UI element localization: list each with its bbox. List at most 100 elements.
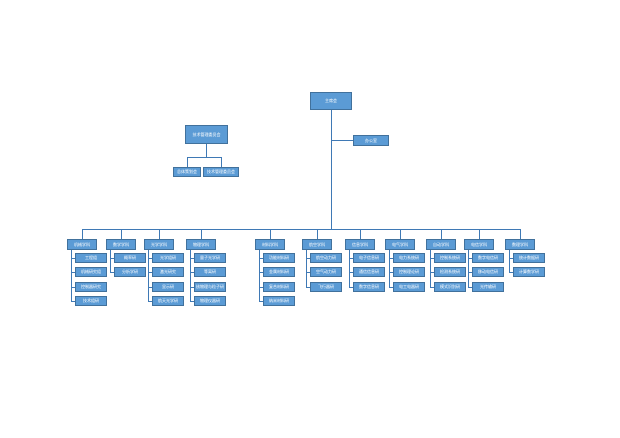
sub-department-node: 等离研	[194, 267, 226, 277]
connector-line	[509, 272, 514, 273]
connector-line	[110, 250, 111, 273]
sub-department-node: 电力系统研	[393, 253, 425, 263]
connector-line	[110, 272, 115, 273]
department-node: 信息学科	[345, 239, 375, 250]
connector-line	[389, 272, 394, 273]
sub-department-node: 航天光学研	[152, 296, 184, 306]
department-node: 数学学科	[106, 239, 136, 250]
connector-line	[148, 272, 153, 273]
connector-line	[430, 250, 431, 288]
sub-department-node: 控制器研究	[75, 282, 107, 292]
connector-line	[71, 258, 76, 259]
sub-department-node: 纳米材料研	[263, 296, 295, 306]
department-node: 机械学科	[67, 239, 97, 250]
committee-node: 技术管理委员会	[185, 125, 228, 144]
connector-line	[389, 250, 390, 288]
sub-department-node: 光传输研	[472, 282, 504, 292]
connector-line	[121, 229, 122, 240]
department-node: 电信学科	[464, 239, 494, 250]
connector-line	[349, 272, 354, 273]
connector-line	[159, 229, 160, 240]
connector-line	[509, 250, 510, 273]
connector-line	[110, 258, 115, 259]
sub-department-node: 量子光学研	[194, 253, 226, 263]
sub-department-node: 检测系统研	[434, 267, 466, 277]
connector-line	[270, 229, 271, 240]
connector-line	[259, 301, 264, 302]
connector-line	[148, 258, 153, 259]
office-node: 办公室	[353, 135, 389, 146]
committee-child-node: 总体策划会	[173, 167, 201, 177]
department-node: 自动学科	[426, 239, 456, 250]
connector-line	[306, 287, 311, 288]
connector-line	[259, 287, 264, 288]
sub-department-node: 模式识别研	[434, 282, 466, 292]
connector-line	[71, 301, 76, 302]
sub-department-node: 统计数据研	[513, 253, 545, 263]
connector-line	[441, 229, 442, 240]
connector-line	[468, 272, 473, 273]
root-node: 主席会	[310, 92, 352, 110]
department-node: 光学学科	[144, 239, 174, 250]
connector-line	[201, 229, 202, 240]
connector-line	[148, 250, 149, 302]
sub-department-node: 移动电信研	[472, 267, 504, 277]
connector-line	[206, 144, 207, 158]
connector-line	[259, 258, 264, 259]
connector-line	[259, 272, 264, 273]
connector-line	[468, 258, 473, 259]
connector-line	[221, 157, 222, 168]
sub-department-node: 金属材料研	[263, 267, 295, 277]
connector-line	[389, 287, 394, 288]
connector-line	[82, 229, 83, 240]
connector-line	[71, 250, 72, 302]
committee-child-node: 技术管理委员会	[203, 167, 239, 177]
department-node: 数理学科	[505, 239, 535, 250]
connector-line	[148, 287, 153, 288]
sub-department-node: 控制理论研	[393, 267, 425, 277]
sub-department-node: 复合材料研	[263, 282, 295, 292]
sub-department-node: 飞行器研	[310, 282, 342, 292]
connector-line	[468, 287, 473, 288]
sub-department-node: 电子信息研	[353, 253, 385, 263]
connector-line	[190, 272, 195, 273]
connector-line	[389, 258, 394, 259]
sub-department-node: 物理仪器研	[194, 296, 226, 306]
connector-line	[430, 258, 435, 259]
connector-line	[190, 258, 195, 259]
connector-line	[400, 229, 401, 240]
sub-department-node: 数字信息研	[353, 282, 385, 292]
sub-department-node: 机械研究组	[75, 267, 107, 277]
connector-line	[349, 287, 354, 288]
connector-line	[306, 272, 311, 273]
sub-department-node: 技术组研	[75, 296, 107, 306]
connector-line	[430, 287, 435, 288]
sub-department-node: 激光研究	[152, 267, 184, 277]
connector-line	[259, 250, 260, 302]
department-node: 物理学科	[186, 239, 216, 250]
connector-line	[430, 272, 435, 273]
connector-line	[148, 301, 153, 302]
connector-line	[349, 250, 350, 288]
connector-line	[331, 110, 332, 230]
department-node: 航空学科	[302, 239, 332, 250]
connector-line	[349, 258, 354, 259]
sub-department-node: 数字电信研	[472, 253, 504, 263]
connector-line	[479, 229, 480, 240]
connector-line	[71, 287, 76, 288]
department-node: 材料学科	[255, 239, 285, 250]
connector-line	[187, 157, 222, 158]
sub-department-node: 分析学研	[114, 267, 146, 277]
connector-line	[331, 140, 354, 141]
sub-department-node: 航空动力研	[310, 253, 342, 263]
connector-line	[82, 229, 521, 230]
connector-line	[306, 250, 307, 288]
sub-department-node: 显示研	[152, 282, 184, 292]
connector-line	[71, 272, 76, 273]
sub-department-node: 控制系统研	[434, 253, 466, 263]
sub-department-node: 空气动力研	[310, 267, 342, 277]
sub-department-node: 计算数学研	[513, 267, 545, 277]
sub-department-node: 光学组研	[152, 253, 184, 263]
connector-line	[468, 250, 469, 288]
